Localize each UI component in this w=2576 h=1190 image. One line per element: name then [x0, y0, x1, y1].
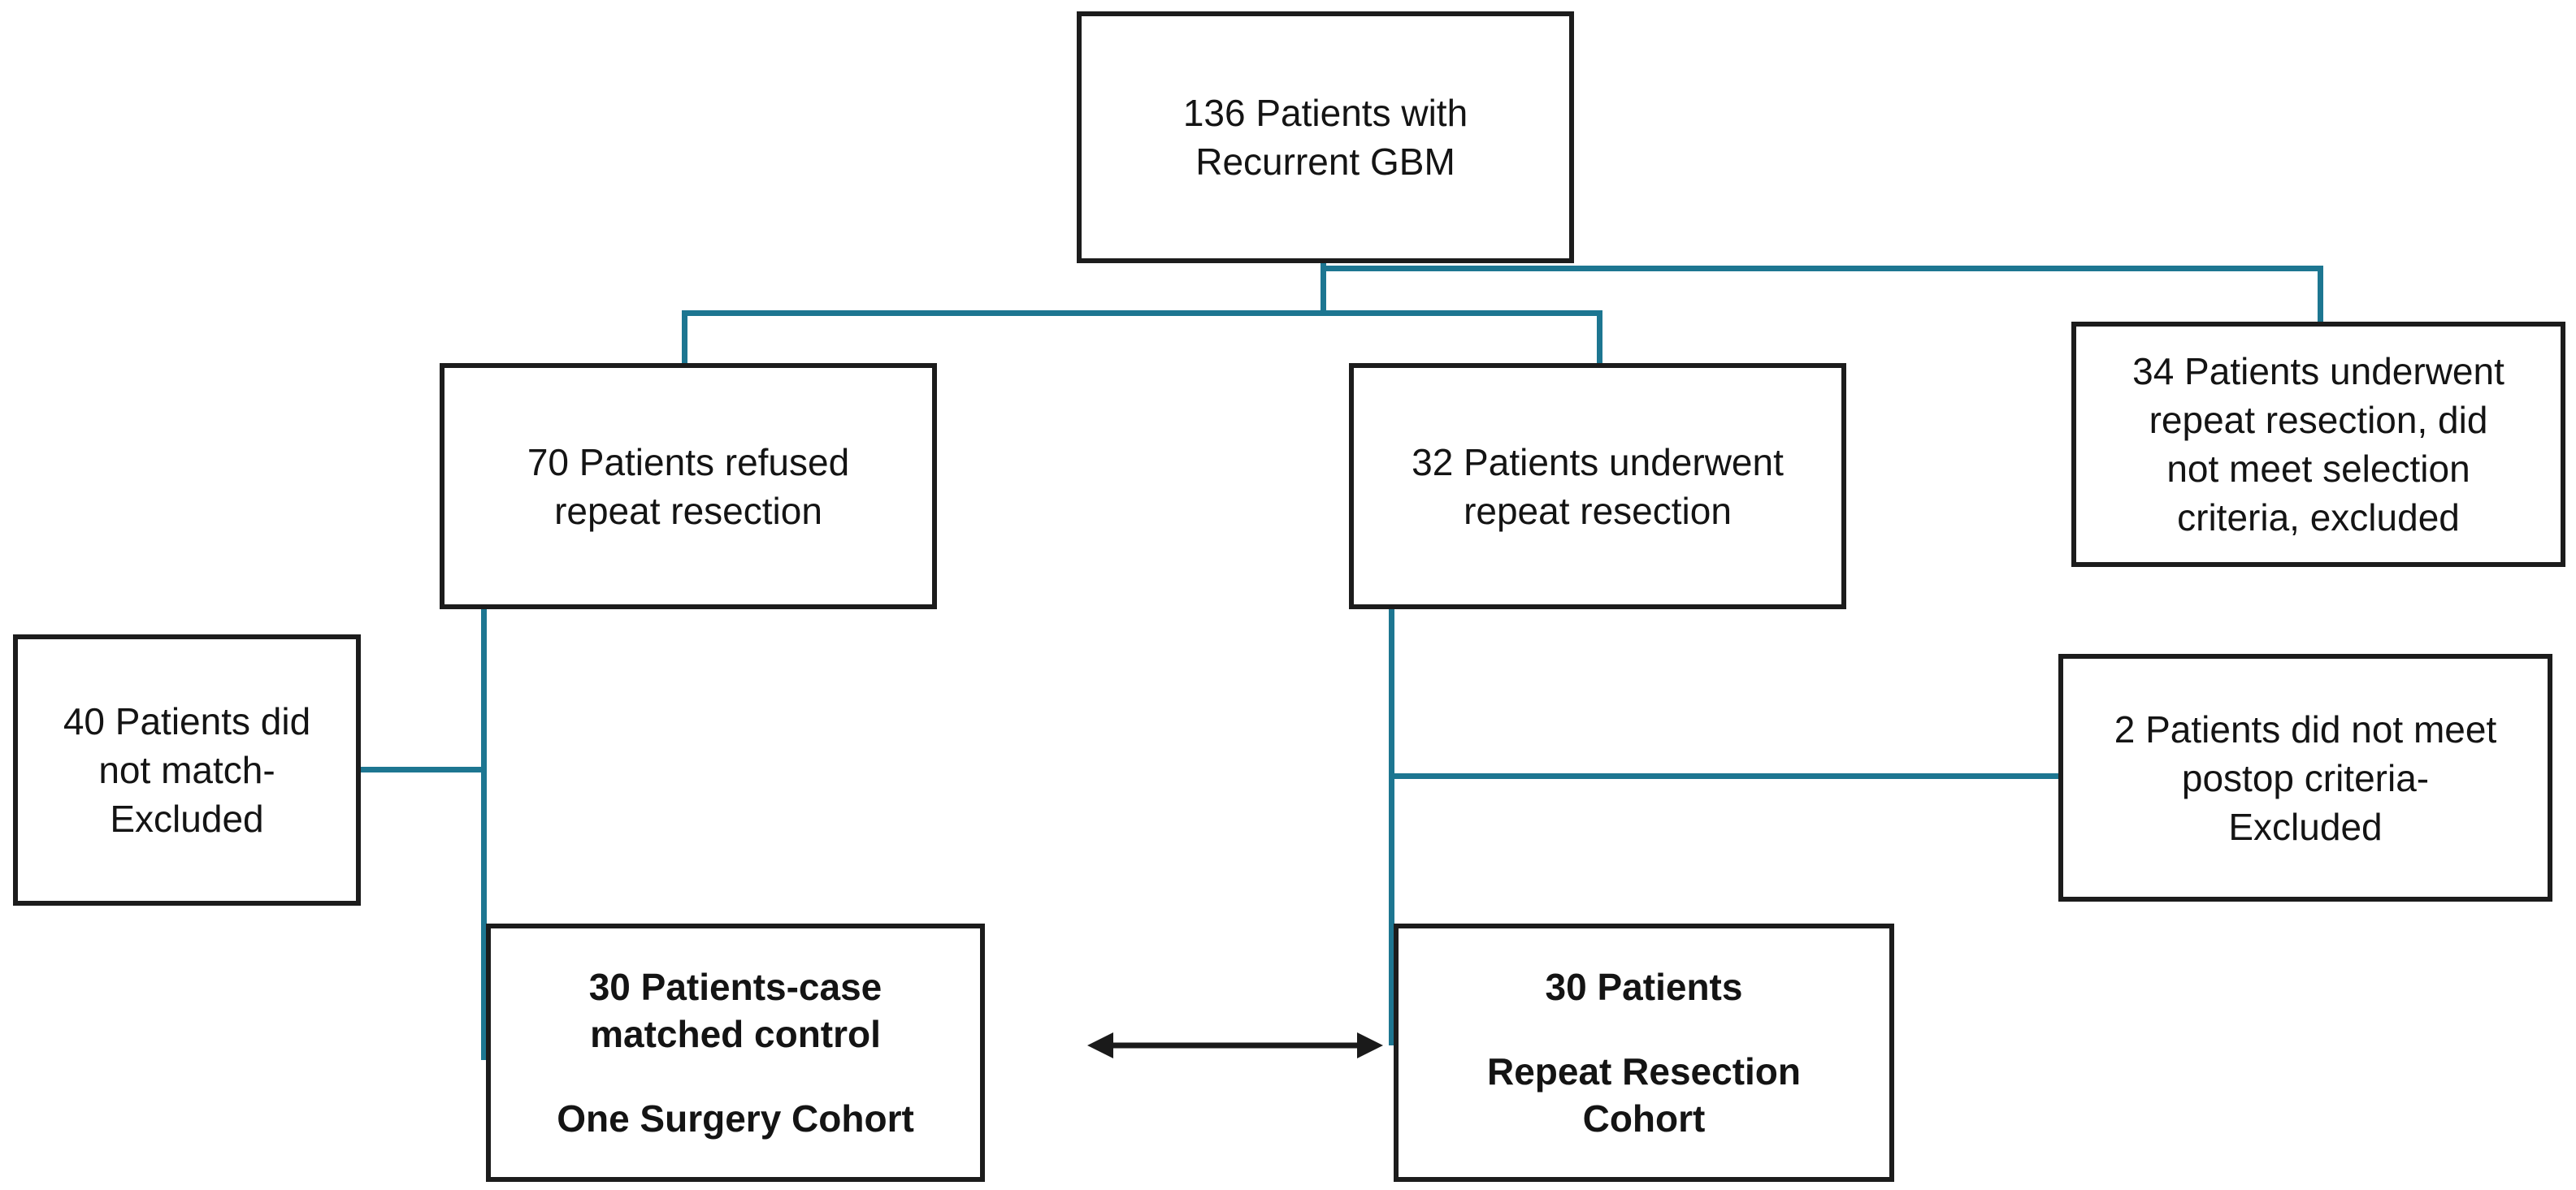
box-total-line: 136 Patients with	[1182, 92, 1468, 134]
one-surgery-cohort-name: One Surgery Cohort	[557, 1095, 914, 1142]
repeat-resection-cohort-line: Cohort	[1582, 1097, 1706, 1140]
one-surgery-cohort-line: matched control	[590, 1013, 881, 1055]
box-selection-excluded-line: criteria, excluded	[2177, 496, 2460, 539]
box-refused-line: repeat resection	[554, 489, 822, 532]
cohort-comparison-arrow	[1081, 1021, 1390, 1070]
box-selection-excluded-line: 34 Patients underwent	[2132, 350, 2504, 392]
repeat-resection-cohort-name: Repeat Resection Cohort	[1487, 1048, 1801, 1142]
connector-top-drop	[1321, 262, 1326, 315]
box-selection-excluded-line: repeat resection, did	[2149, 399, 2488, 441]
box-total-patients: 136 Patients with Recurrent GBM	[1077, 11, 1574, 263]
connector-refused-to-control-cohort	[481, 608, 487, 1060]
one-surgery-cohort-line: 30 Patients-case	[588, 966, 883, 1008]
box-underwent-line: 32 Patients underwent	[1412, 440, 1784, 483]
box-no-match-line: 40 Patients did	[63, 700, 311, 742]
box-underwent-line: repeat resection	[1464, 489, 1732, 532]
box-repeat-resection-cohort: 30 Patients Repeat Resection Cohort	[1394, 924, 1894, 1182]
box-one-surgery-cohort: 30 Patients-case matched control One Sur…	[486, 924, 985, 1182]
box-selection-criteria-excluded: 34 Patients underwent repeat resection, …	[2071, 322, 2565, 567]
box-postop-line: 2 Patients did not meet	[2114, 708, 2497, 751]
one-surgery-cohort-count: 30 Patients-case matched control	[589, 963, 883, 1058]
box-no-match-excluded: 40 Patients did not match- Excluded	[13, 634, 361, 906]
connector-postop-branch	[1391, 773, 2058, 779]
connector-branch-left-right	[682, 310, 1602, 316]
connector-drop-excluded-selection	[2318, 266, 2323, 327]
connector-branch-to-excluded-selection	[1321, 266, 2323, 271]
double-arrow-icon	[1087, 1032, 1383, 1058]
box-postop-line: postop criteria-	[2181, 756, 2430, 799]
one-surgery-cohort-line: One Surgery Cohort	[557, 1097, 914, 1140]
box-postop-line: Excluded	[2228, 805, 2383, 848]
connector-drop-underwent	[1597, 310, 1602, 367]
box-refused-line: 70 Patients refused	[527, 440, 850, 483]
box-selection-excluded-line: not meet selection	[2166, 448, 2470, 490]
repeat-resection-cohort-count: 30 Patients	[1546, 963, 1743, 1010]
repeat-resection-cohort-line: Repeat Resection	[1486, 1050, 1801, 1093]
box-postop-criteria-excluded: 2 Patients did not meet postop criteria-…	[2058, 654, 2552, 902]
box-underwent-resection: 32 Patients underwent repeat resection	[1349, 363, 1846, 609]
connector-underwent-to-repeat-cohort	[1389, 608, 1394, 1045]
connector-no-match-branch	[359, 767, 487, 772]
box-total-line: Recurrent GBM	[1195, 141, 1455, 183]
connector-drop-refused	[682, 310, 687, 367]
box-no-match-line: not match-	[98, 749, 275, 791]
box-no-match-line: Excluded	[110, 798, 264, 840]
box-refused-resection: 70 Patients refused repeat resection	[440, 363, 937, 609]
repeat-resection-cohort-line: 30 Patients	[1545, 966, 1743, 1008]
